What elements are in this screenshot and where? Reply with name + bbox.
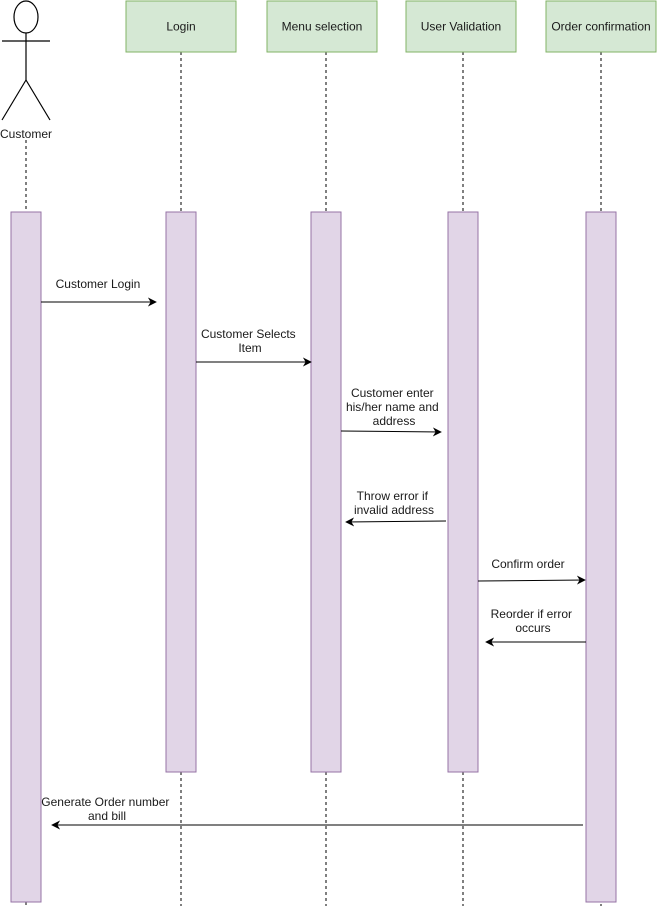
confirmation-header-label: Order confirmation — [551, 20, 650, 34]
message-label-throw-error: Throw error if invalid address — [354, 489, 434, 517]
message-label-line: his/her name and — [346, 400, 439, 414]
customer-activation — [10, 211, 42, 903]
message-label-line: and bill — [88, 809, 126, 823]
message-labels: Customer Login Customer Selects Item Cus… — [41, 277, 576, 823]
lifeline-headers: Login Menu selection User Validation Ord… — [125, 0, 657, 53]
message-label-line: Item — [238, 341, 261, 355]
message-label-line: Customer enter — [351, 386, 434, 400]
message-label-line: Generate Order number — [41, 795, 169, 809]
messages — [41, 297, 586, 830]
login-activation — [165, 211, 197, 773]
message-label-line: invalid address — [354, 503, 434, 517]
message-label-line: Reorder if error — [491, 607, 572, 621]
message-label-line: Customer Login — [56, 277, 141, 291]
message-label-line: Throw error if — [357, 489, 429, 503]
confirmation-activation — [585, 211, 617, 903]
message-label-customer-selects-item: Customer Selects Item — [201, 327, 299, 355]
menu-header-label: Menu selection — [282, 20, 363, 34]
actor-label: Customer — [0, 127, 52, 141]
customer-actor — [1, 0, 51, 121]
activation-bars — [10, 211, 617, 903]
message-label-confirm-order: Confirm order — [491, 557, 564, 571]
validation-activation — [447, 211, 479, 773]
message-label-customer-login: Customer Login — [56, 277, 141, 291]
menu-header — [266, 0, 378, 53]
message-label-customer-enter-details: Customer enter his/her name and address — [346, 386, 442, 428]
validation-header — [405, 0, 517, 53]
message-arrow-throw-error — [345, 517, 447, 527]
message-label-line: address — [373, 414, 416, 428]
actor-left-leg — [1, 79, 27, 121]
message-arrow-customer-enter-details — [340, 427, 442, 437]
menu-activation — [310, 211, 342, 773]
message-arrow-confirm-order — [477, 575, 586, 585]
login-header-label: Login — [166, 20, 195, 34]
message-label-line: Confirm order — [491, 557, 564, 571]
confirmation-header — [545, 0, 657, 53]
login-header — [125, 0, 237, 53]
message-label-generate-order: Generate Order number and bill — [41, 795, 172, 823]
message-label-reorder: Reorder if error occurs — [491, 607, 576, 635]
validation-header-label: User Validation — [421, 20, 501, 34]
message-label-line: Customer Selects — [201, 327, 296, 341]
message-label-line: occurs — [515, 621, 550, 635]
actor-right-leg — [25, 79, 51, 121]
actor-head — [13, 0, 39, 34]
